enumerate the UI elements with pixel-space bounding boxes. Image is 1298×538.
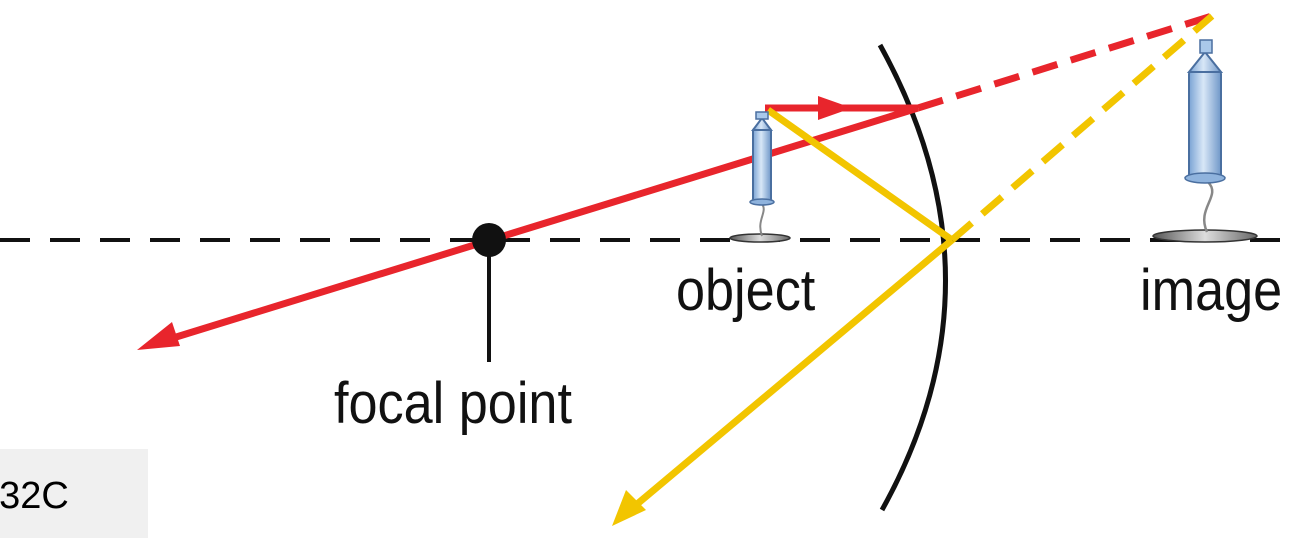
object-label: object bbox=[676, 258, 816, 323]
yellow-reflected-ray bbox=[627, 237, 955, 513]
candle-object-icon bbox=[729, 111, 791, 243]
yellow-virtual-ray bbox=[949, 13, 1215, 243]
image-label: image bbox=[1140, 258, 1283, 323]
red-virtual-ray bbox=[916, 12, 1214, 112]
figure-id: 132C bbox=[0, 475, 69, 517]
yellow-arrowhead bbox=[612, 490, 646, 526]
candle-image-icon bbox=[1152, 39, 1258, 243]
red-reflected-ray bbox=[158, 104, 920, 346]
red-arrowhead-left bbox=[137, 322, 180, 350]
yellow-incident-ray bbox=[765, 107, 955, 243]
figure-id-box bbox=[0, 449, 148, 538]
focal-point-label: focal point bbox=[334, 371, 572, 436]
red-arrowhead-right bbox=[818, 96, 852, 120]
focal-point-dot bbox=[472, 223, 506, 257]
